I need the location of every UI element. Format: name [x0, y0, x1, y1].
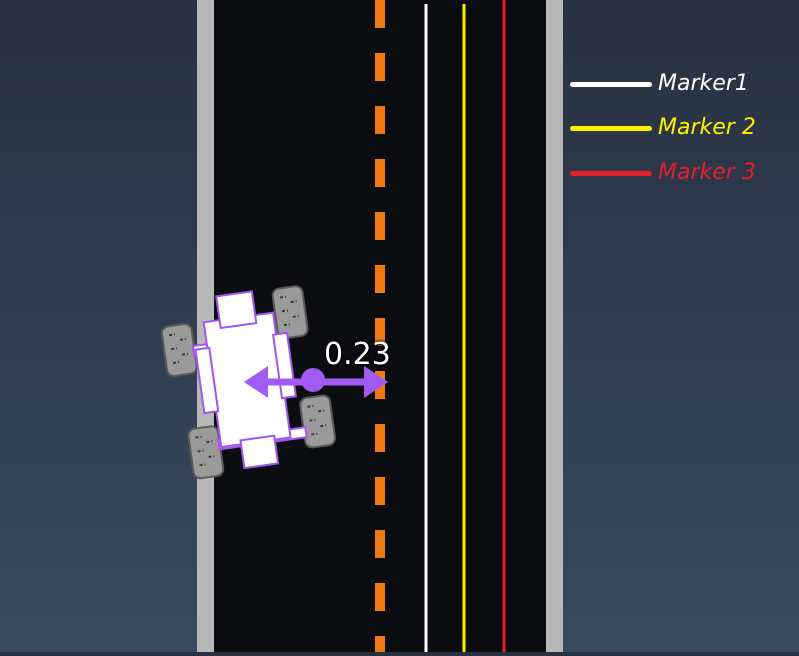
offset-value-label: 0.23	[324, 337, 391, 372]
vehicle-rear-bumper	[239, 434, 280, 470]
rear-right-wheel	[299, 394, 337, 449]
legend-item-marker-1: Marker1	[568, 68, 788, 100]
offset-arrow-left-head	[244, 366, 268, 398]
legend-label-marker-2: Marker 2	[658, 115, 756, 140]
vehicle-front-sensor	[215, 290, 258, 330]
legend-label-marker-3: Marker 3	[658, 160, 756, 185]
front-right-wheel	[271, 285, 309, 340]
legend-item-marker-2: Marker 2	[568, 112, 788, 144]
legend-item-marker-3: Marker 3	[568, 157, 788, 189]
vehicle-side-left	[194, 346, 220, 415]
offset-arrow	[244, 366, 388, 398]
offset-arrow-right-head	[364, 366, 388, 398]
legend-label-marker-1: Marker1	[658, 71, 749, 96]
rear-left-wheel	[187, 425, 225, 480]
offset-origin-dot	[301, 368, 325, 392]
legend-swatch-marker-1	[570, 82, 652, 87]
legend-swatch-marker-3	[570, 171, 652, 176]
robot-vehicle	[160, 285, 337, 480]
legend-swatch-marker-2	[570, 126, 652, 131]
front-left-wheel	[160, 323, 198, 377]
right-curb	[546, 0, 563, 652]
